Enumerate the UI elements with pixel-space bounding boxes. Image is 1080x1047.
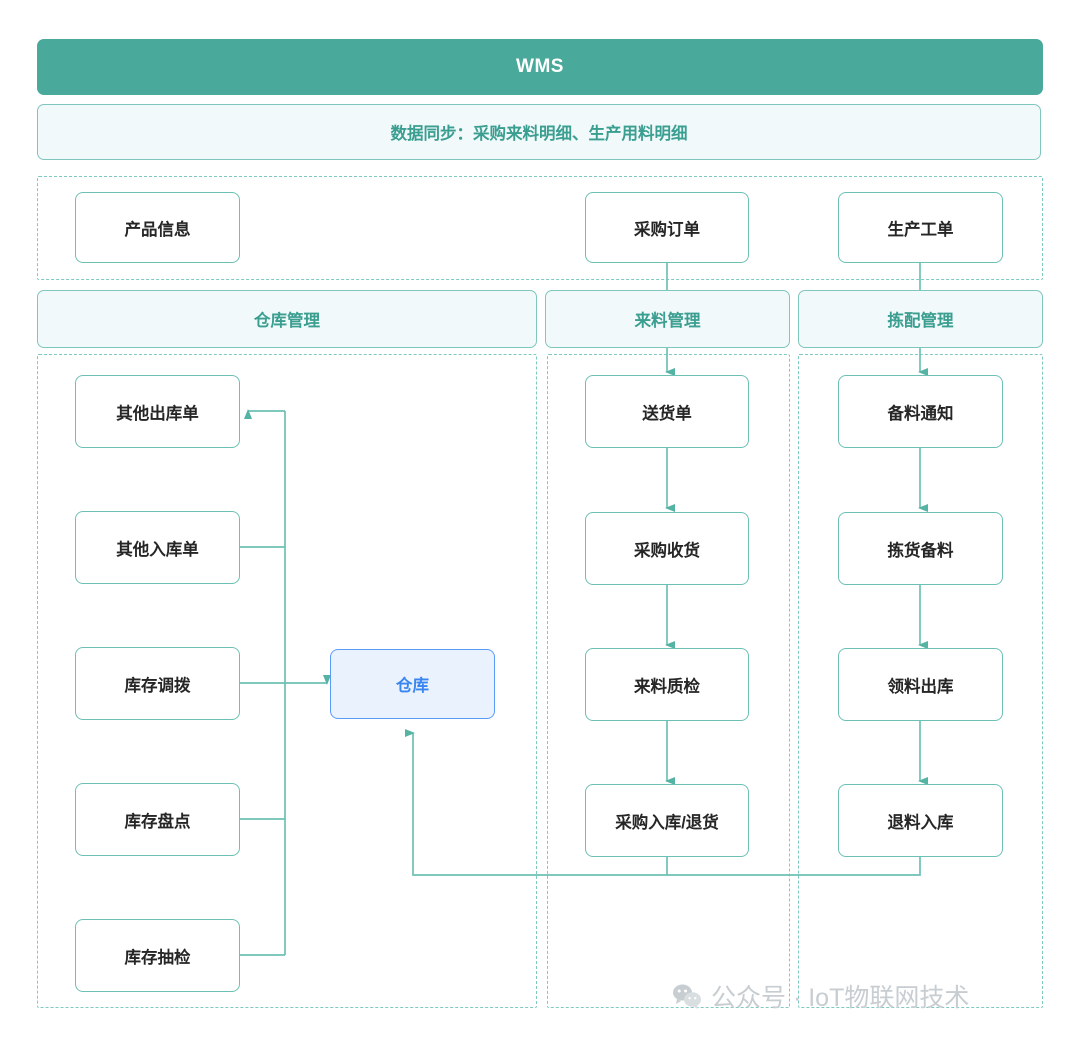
node-label: 库存抽检 bbox=[124, 948, 191, 967]
warehouse-panel bbox=[37, 354, 537, 1008]
data-sync-bar: 数据同步：采购来料明细、生产用料明细 bbox=[37, 104, 1041, 160]
top-inputs-panel bbox=[37, 176, 1043, 280]
node-other-outbound[interactable]: 其他出库单 bbox=[75, 375, 240, 448]
node-warehouse-hub[interactable]: 仓库 bbox=[330, 649, 495, 719]
node-label: 备料通知 bbox=[887, 404, 954, 423]
node-stock-transfer[interactable]: 库存调拨 bbox=[75, 647, 240, 720]
node-production-order[interactable]: 生产工单 bbox=[838, 192, 1003, 263]
node-label: 采购入库/退货 bbox=[615, 813, 719, 832]
node-label: 仓库 bbox=[396, 677, 429, 695]
node-other-inbound[interactable]: 其他入库单 bbox=[75, 511, 240, 584]
node-purchase-receipt[interactable]: 采购收货 bbox=[585, 512, 749, 585]
node-stock-count[interactable]: 库存盘点 bbox=[75, 783, 240, 856]
section-title: 仓库管理 bbox=[254, 312, 320, 330]
node-label: 生产工单 bbox=[887, 220, 954, 239]
data-sync-label: 数据同步：采购来料明细、生产用料明细 bbox=[390, 125, 688, 143]
node-label: 库存调拨 bbox=[124, 676, 191, 695]
section-title: 拣配管理 bbox=[887, 312, 954, 330]
node-stock-sampling[interactable]: 库存抽检 bbox=[75, 919, 240, 992]
node-pick-and-prepare[interactable]: 拣货备料 bbox=[838, 512, 1003, 585]
node-label: 送货单 bbox=[642, 404, 692, 423]
incoming-panel bbox=[547, 354, 790, 1008]
node-label: 其他入库单 bbox=[116, 540, 199, 559]
node-label: 产品信息 bbox=[124, 220, 191, 239]
node-label: 其他出库单 bbox=[116, 404, 199, 423]
node-material-issue-outbound[interactable]: 领料出库 bbox=[838, 648, 1003, 721]
node-label: 领料出库 bbox=[887, 677, 954, 696]
node-incoming-quality-check[interactable]: 来料质检 bbox=[585, 648, 749, 721]
system-title-bar: WMS bbox=[37, 39, 1043, 95]
node-product-info[interactable]: 产品信息 bbox=[75, 192, 240, 263]
node-label: 采购订单 bbox=[634, 220, 700, 239]
node-material-return-inbound[interactable]: 退料入库 bbox=[838, 784, 1003, 857]
wire-return-to-bus bbox=[667, 857, 921, 876]
section-header-incoming[interactable]: 来料管理 bbox=[545, 290, 790, 348]
node-label: 库存盘点 bbox=[124, 812, 191, 831]
node-delivery-note[interactable]: 送货单 bbox=[585, 375, 749, 448]
node-purchase-instock-return[interactable]: 采购入库/退货 bbox=[585, 784, 749, 857]
node-label: 采购收货 bbox=[634, 541, 700, 560]
section-header-picking[interactable]: 拣配管理 bbox=[798, 290, 1043, 348]
node-material-prep-notice[interactable]: 备料通知 bbox=[838, 375, 1003, 448]
node-label: 拣货备料 bbox=[887, 541, 954, 560]
section-title: 来料管理 bbox=[634, 312, 701, 330]
section-header-warehouse[interactable]: 仓库管理 bbox=[37, 290, 537, 348]
node-label: 来料质检 bbox=[634, 677, 700, 696]
node-label: 退料入库 bbox=[887, 813, 954, 832]
system-title: WMS bbox=[516, 56, 564, 77]
node-purchase-order[interactable]: 采购订单 bbox=[585, 192, 749, 263]
wire-instock-to-warehouse bbox=[405, 729, 668, 876]
